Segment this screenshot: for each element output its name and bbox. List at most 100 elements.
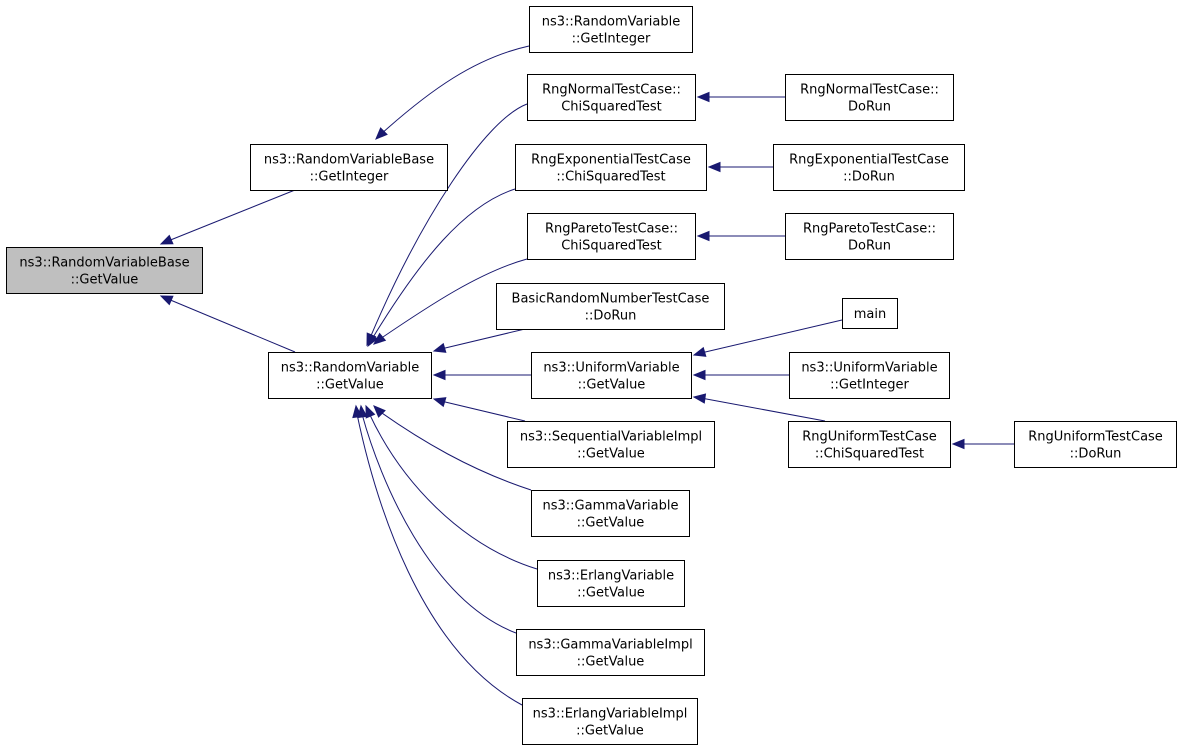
node-label-line: ::GetInteger — [572, 32, 651, 47]
node-gammaimpl-getvalue[interactable]: ns3::GammaVariableImpl::GetValue — [516, 629, 705, 676]
node-box — [527, 74, 696, 121]
edge-erlangimpl_getvalue-to-rv_getvalue — [352, 404, 523, 706]
node-label-line: ns3::GammaVariableImpl — [528, 638, 692, 653]
edge-uniform_getinteger-to-uniform_getvalue — [692, 369, 789, 381]
edge-line — [379, 258, 528, 340]
node-uniform-getvalue[interactable]: ns3::UniformVariable::GetValue — [531, 352, 692, 399]
edge-line — [378, 410, 532, 491]
node-label-line: RngParetoTestCase:: — [803, 222, 936, 237]
node-box — [496, 283, 725, 330]
node-rvb-getinteger[interactable]: ns3::RandomVariableBase::GetInteger — [250, 144, 448, 191]
edge-line — [356, 413, 523, 706]
node-erlangimpl-getvalue[interactable]: ns3::ErlangVariableImpl::GetValue — [522, 698, 698, 745]
arrowhead-icon — [707, 161, 721, 173]
node-exp-chi[interactable]: RngExponentialTestCase::ChiSquaredTest — [515, 144, 707, 191]
node-label-line: ::ChiSquaredTest — [815, 447, 924, 462]
edge-pareto_chi-to-rv_getvalue — [372, 258, 528, 345]
edge-line — [371, 188, 516, 340]
node-label-line: RngExponentialTestCase — [789, 153, 949, 168]
arrowhead-icon — [696, 230, 710, 242]
arrowhead-icon — [375, 127, 388, 140]
node-label-line: ::GetValue — [578, 378, 646, 393]
node-box — [516, 629, 705, 676]
node-uniform-dorun[interactable]: RngUniformTestCase::DoRun — [1014, 421, 1177, 468]
edge-main-to-uniform_getvalue — [692, 319, 843, 357]
arrowhead-icon — [696, 91, 710, 103]
edge-pareto_dorun-to-pareto_chi — [696, 230, 785, 242]
node-label-line: RngParetoTestCase:: — [545, 222, 678, 237]
edge-rv_getinteger-to-rvb_getinteger — [375, 45, 530, 140]
node-rv-getvalue[interactable]: ns3::RandomVariable::GetValue — [268, 352, 432, 399]
edge-line — [361, 413, 517, 634]
edge-seq_getvalue-to-rv_getvalue — [432, 397, 526, 422]
node-pareto-dorun[interactable]: RngParetoTestCase::DoRun — [785, 213, 954, 260]
node-label-line: ::GetValue — [576, 724, 644, 739]
arrowhead-icon — [159, 234, 174, 245]
node-exp-dorun[interactable]: RngExponentialTestCase::DoRun — [773, 144, 965, 191]
arrowhead-icon — [432, 369, 446, 381]
node-box — [785, 213, 954, 260]
node-label-line: ::ChiSquaredTest — [556, 170, 665, 185]
edge-exp_chi-to-rv_getvalue — [367, 188, 516, 348]
node-label-line: BasicRandomNumberTestCase — [512, 292, 710, 307]
node-label-line: ns3::UniformVariable — [543, 361, 679, 376]
node-label-line: ::GetValue — [577, 516, 645, 531]
node-box — [6, 247, 203, 294]
node-label-line: ns3::SequentialVariableImpl — [520, 430, 702, 445]
node-box — [788, 421, 951, 468]
edge-gammaimpl_getvalue-to-rv_getvalue — [357, 404, 517, 634]
node-normal-chi[interactable]: RngNormalTestCase::ChiSquaredTest — [527, 74, 696, 121]
node-normal-dorun[interactable]: RngNormalTestCase::DoRun — [785, 74, 954, 121]
node-box — [537, 560, 685, 607]
node-label-line: ::GetValue — [577, 447, 645, 462]
arrowhead-icon — [352, 404, 363, 419]
node-box — [531, 490, 690, 537]
node-label-line: RngUniformTestCase — [1028, 430, 1163, 445]
edge-line — [700, 397, 826, 422]
node-box — [507, 421, 715, 468]
edge-line — [167, 189, 296, 242]
node-label-line: ::DoRun — [843, 170, 895, 185]
node-box — [529, 6, 693, 53]
node-label-line: ::GetValue — [316, 378, 384, 393]
edges-layer — [159, 45, 1014, 706]
edge-line — [368, 412, 538, 570]
node-label-line: main — [854, 307, 886, 322]
node-rvb-getvalue[interactable]: ns3::RandomVariableBase::GetValue — [6, 247, 203, 294]
node-gamma-getvalue[interactable]: ns3::GammaVariable::GetValue — [531, 490, 690, 537]
edge-normal_dorun-to-normal_chi — [696, 91, 785, 103]
arrowhead-icon — [365, 404, 376, 419]
edge-gamma_getvalue-to-rv_getvalue — [373, 405, 532, 491]
edge-uniform_getvalue-to-rv_getvalue — [432, 369, 531, 381]
node-label-line: DoRun — [848, 100, 891, 115]
node-box — [522, 698, 698, 745]
arrowhead-icon — [432, 397, 447, 408]
nodes-layer: ns3::RandomVariableBase::GetValuens3::Ra… — [6, 6, 1177, 745]
node-label-line: ns3::UniformVariable — [801, 361, 937, 376]
arrowhead-icon — [692, 369, 706, 381]
node-box — [773, 144, 965, 191]
node-uniform-getinteger[interactable]: ns3::UniformVariable::GetInteger — [789, 352, 950, 399]
node-label-line: ns3::GammaVariable — [542, 499, 678, 514]
arrowhead-icon — [432, 342, 447, 353]
node-uniform-chi[interactable]: RngUniformTestCase::ChiSquaredTest — [788, 421, 951, 468]
arrowhead-icon — [367, 333, 379, 348]
edge-uniform_chi-to-uniform_getvalue — [692, 393, 826, 422]
edge-exp_dorun-to-exp_chi — [707, 161, 773, 173]
node-basic-dorun[interactable]: BasicRandomNumberTestCase::DoRun — [496, 283, 725, 330]
node-seq-getvalue[interactable]: ns3::SequentialVariableImpl::GetValue — [507, 421, 715, 468]
node-main[interactable]: main — [842, 298, 898, 329]
arrowhead-icon — [692, 346, 707, 357]
node-pareto-chi[interactable]: RngParetoTestCase::ChiSquaredTest — [527, 213, 696, 260]
node-box — [527, 213, 696, 260]
node-label-line: ns3::ErlangVariableImpl — [533, 707, 688, 722]
node-erlang-getvalue[interactable]: ns3::ErlangVariable::GetValue — [537, 560, 685, 607]
node-rv-getinteger[interactable]: ns3::RandomVariable::GetInteger — [529, 6, 693, 53]
edge-line — [700, 319, 843, 354]
edge-erlang_getvalue-to-rv_getvalue — [365, 404, 538, 570]
edge-line — [440, 328, 526, 350]
node-box — [515, 144, 707, 191]
node-label-line: ns3::RandomVariableBase — [264, 153, 434, 168]
node-label-line: ::GetValue — [577, 655, 645, 670]
node-label-line: RngUniformTestCase — [802, 430, 937, 445]
